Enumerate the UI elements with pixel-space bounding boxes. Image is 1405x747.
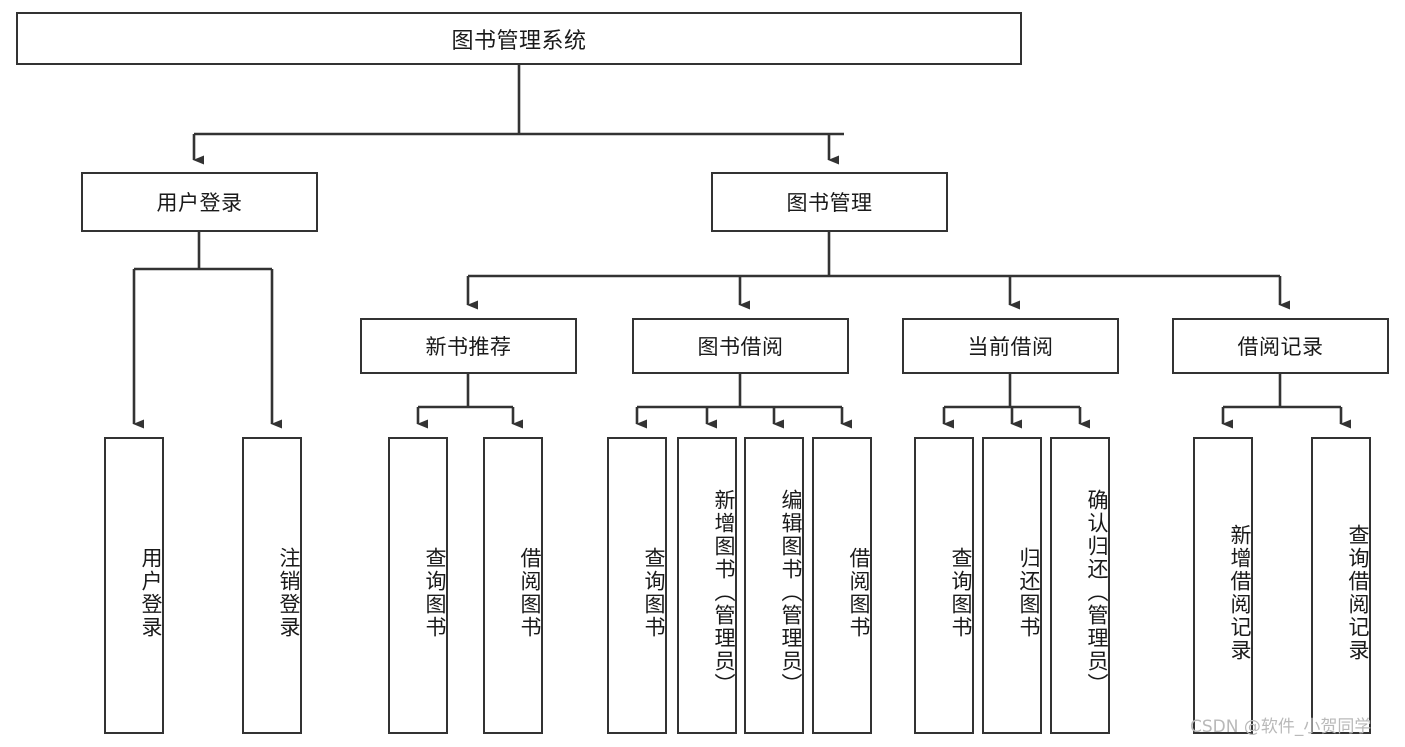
node-book-manage[interactable]: 图书管理 (711, 172, 948, 232)
leaf-query-book-3-label: 查询图书 (949, 546, 973, 639)
node-new-book-recommend[interactable]: 新书推荐 (360, 318, 577, 374)
node-book-manage-label: 图书管理 (786, 191, 873, 215)
leaf-add-book-label: 新增图书（管理员） (712, 489, 736, 696)
node-borrow-record[interactable]: 借阅记录 (1172, 318, 1389, 374)
leaf-user-login-label: 用户登录 (139, 546, 163, 639)
leaf-add-record-label: 新增借阅记录 (1228, 523, 1252, 662)
leaf-add-book[interactable]: 新增图书（管理员） (677, 437, 737, 734)
leaf-query-book-2-label: 查询图书 (642, 546, 666, 639)
node-borrow-record-label: 借阅记录 (1237, 335, 1324, 359)
leaf-return-book-label: 归还图书 (1017, 546, 1041, 639)
node-book-borrow-label: 图书借阅 (697, 335, 784, 359)
leaf-borrow-book-1-label: 借阅图书 (518, 546, 542, 639)
node-user-login[interactable]: 用户登录 (81, 172, 318, 232)
node-new-book-recommend-label: 新书推荐 (425, 335, 512, 359)
leaf-edit-book-label: 编辑图书（管理员） (779, 489, 803, 696)
leaf-borrow-book-2-label: 借阅图书 (847, 546, 871, 639)
leaf-borrow-book-1[interactable]: 借阅图书 (483, 437, 543, 734)
leaf-confirm-return-label: 确认归还（管理员） (1085, 489, 1109, 696)
leaf-query-record-label: 查询借阅记录 (1346, 523, 1370, 662)
leaf-add-record[interactable]: 新增借阅记录 (1193, 437, 1253, 734)
node-book-borrow[interactable]: 图书借阅 (632, 318, 849, 374)
node-current-borrow-label: 当前借阅 (967, 335, 1054, 359)
leaf-query-book-3[interactable]: 查询图书 (914, 437, 974, 734)
leaf-query-book-2[interactable]: 查询图书 (607, 437, 667, 734)
leaf-return-book[interactable]: 归还图书 (982, 437, 1042, 734)
leaf-user-logout-label: 注销登录 (277, 546, 301, 639)
leaf-borrow-book-2[interactable]: 借阅图书 (812, 437, 872, 734)
leaf-user-login[interactable]: 用户登录 (104, 437, 164, 734)
node-root-label: 图书管理系统 (451, 28, 587, 54)
leaf-edit-book[interactable]: 编辑图书（管理员） (744, 437, 804, 734)
node-current-borrow[interactable]: 当前借阅 (902, 318, 1119, 374)
leaf-user-logout[interactable]: 注销登录 (242, 437, 302, 734)
leaf-confirm-return[interactable]: 确认归还（管理员） (1050, 437, 1110, 734)
leaf-query-book-1[interactable]: 查询图书 (388, 437, 448, 734)
leaf-query-record[interactable]: 查询借阅记录 (1311, 437, 1371, 734)
leaf-query-book-1-label: 查询图书 (423, 546, 447, 639)
node-user-login-label: 用户登录 (156, 191, 243, 215)
node-root[interactable]: 图书管理系统 (16, 12, 1022, 65)
csdn-watermark: CSDN @软件_小贺同学 (1190, 717, 1372, 737)
